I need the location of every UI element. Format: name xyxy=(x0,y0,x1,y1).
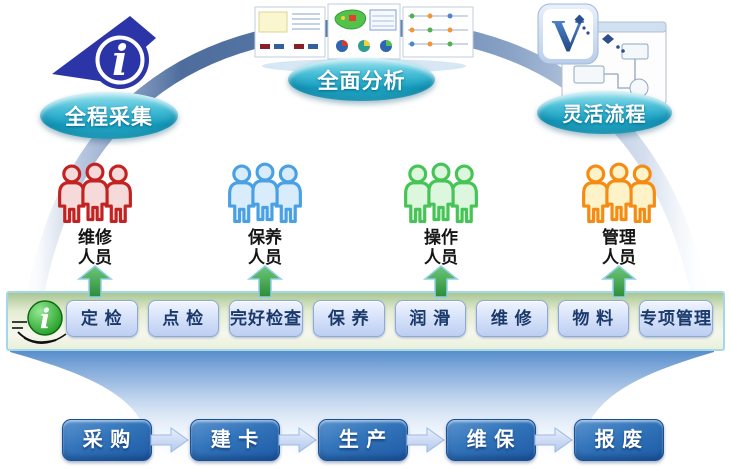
role-label: 管理 人员 xyxy=(602,228,636,267)
role-group-maintenance: 维修 人员 xyxy=(50,160,140,268)
role-label: 维修 人员 xyxy=(78,228,112,267)
people-group-icon xyxy=(404,162,478,223)
role-label: 保养 人员 xyxy=(248,228,282,267)
green-up-arrow-icon xyxy=(76,265,114,298)
toolbar-button[interactable]: 专项管理 xyxy=(639,300,713,337)
bubble-flexible-label: 灵活流程 xyxy=(562,104,647,126)
toolbar-button[interactable]: 润 滑 xyxy=(394,300,466,337)
info-i-green-icon: i xyxy=(12,300,67,344)
flow-step[interactable]: 维 保 xyxy=(446,419,536,461)
green-up-arrow-icon xyxy=(246,265,284,298)
svg-text:i: i xyxy=(40,304,50,335)
toolbar-button[interactable]: 物 料 xyxy=(557,300,629,337)
blue-right-arrow-icon xyxy=(150,427,189,453)
info-i-icon: i xyxy=(52,16,156,89)
green-up-arrow-icon xyxy=(600,265,638,298)
bubble-collect: 全程采集 xyxy=(40,92,178,139)
role-group-operators: 操作 人员 xyxy=(396,160,486,268)
flow-step[interactable]: 报 废 xyxy=(574,419,664,461)
role-label: 操作 人员 xyxy=(424,228,458,267)
toolbar-button[interactable]: 保 养 xyxy=(313,300,385,337)
bubble-analyze-label: 全面分析 xyxy=(317,69,406,93)
toolbar-button[interactable]: 维 修 xyxy=(476,300,548,337)
flow-step[interactable]: 建 卡 xyxy=(190,419,280,461)
green-up-arrow-icon xyxy=(422,265,460,298)
people-group-icon xyxy=(582,162,656,223)
flow-step[interactable]: 采 购 xyxy=(62,419,152,461)
flow-step[interactable]: 生 产 xyxy=(318,419,408,461)
role-group-upkeep: 保养 人员 xyxy=(220,160,310,268)
bubble-analyze: 全面分析 xyxy=(288,58,435,101)
blue-right-arrow-icon xyxy=(406,427,445,453)
toolbar-button[interactable]: 点 检 xyxy=(147,300,219,337)
people-group-icon xyxy=(228,162,302,223)
bubble-flexible: 灵活流程 xyxy=(537,91,672,134)
blue-right-arrow-icon xyxy=(278,427,317,453)
svg-text:i: i xyxy=(112,36,128,85)
people-group-icon xyxy=(58,162,132,223)
function-toolbar: 定 检 点 检 完好检查 保 养 润 滑 维 修 物 料 专项管理 xyxy=(6,291,725,351)
toolbar-button[interactable]: 定 检 xyxy=(66,300,138,337)
role-group-managers: 管理 人员 xyxy=(574,160,664,268)
toolbar-buttons: 定 检 点 检 完好检查 保 养 润 滑 维 修 物 料 专项管理 xyxy=(66,300,713,337)
blue-right-arrow-icon xyxy=(534,427,573,453)
monitor-wall-icon xyxy=(254,3,474,73)
bubble-collect-label: 全程采集 xyxy=(65,105,153,129)
toolbar-button[interactable]: 完好检查 xyxy=(229,300,303,337)
